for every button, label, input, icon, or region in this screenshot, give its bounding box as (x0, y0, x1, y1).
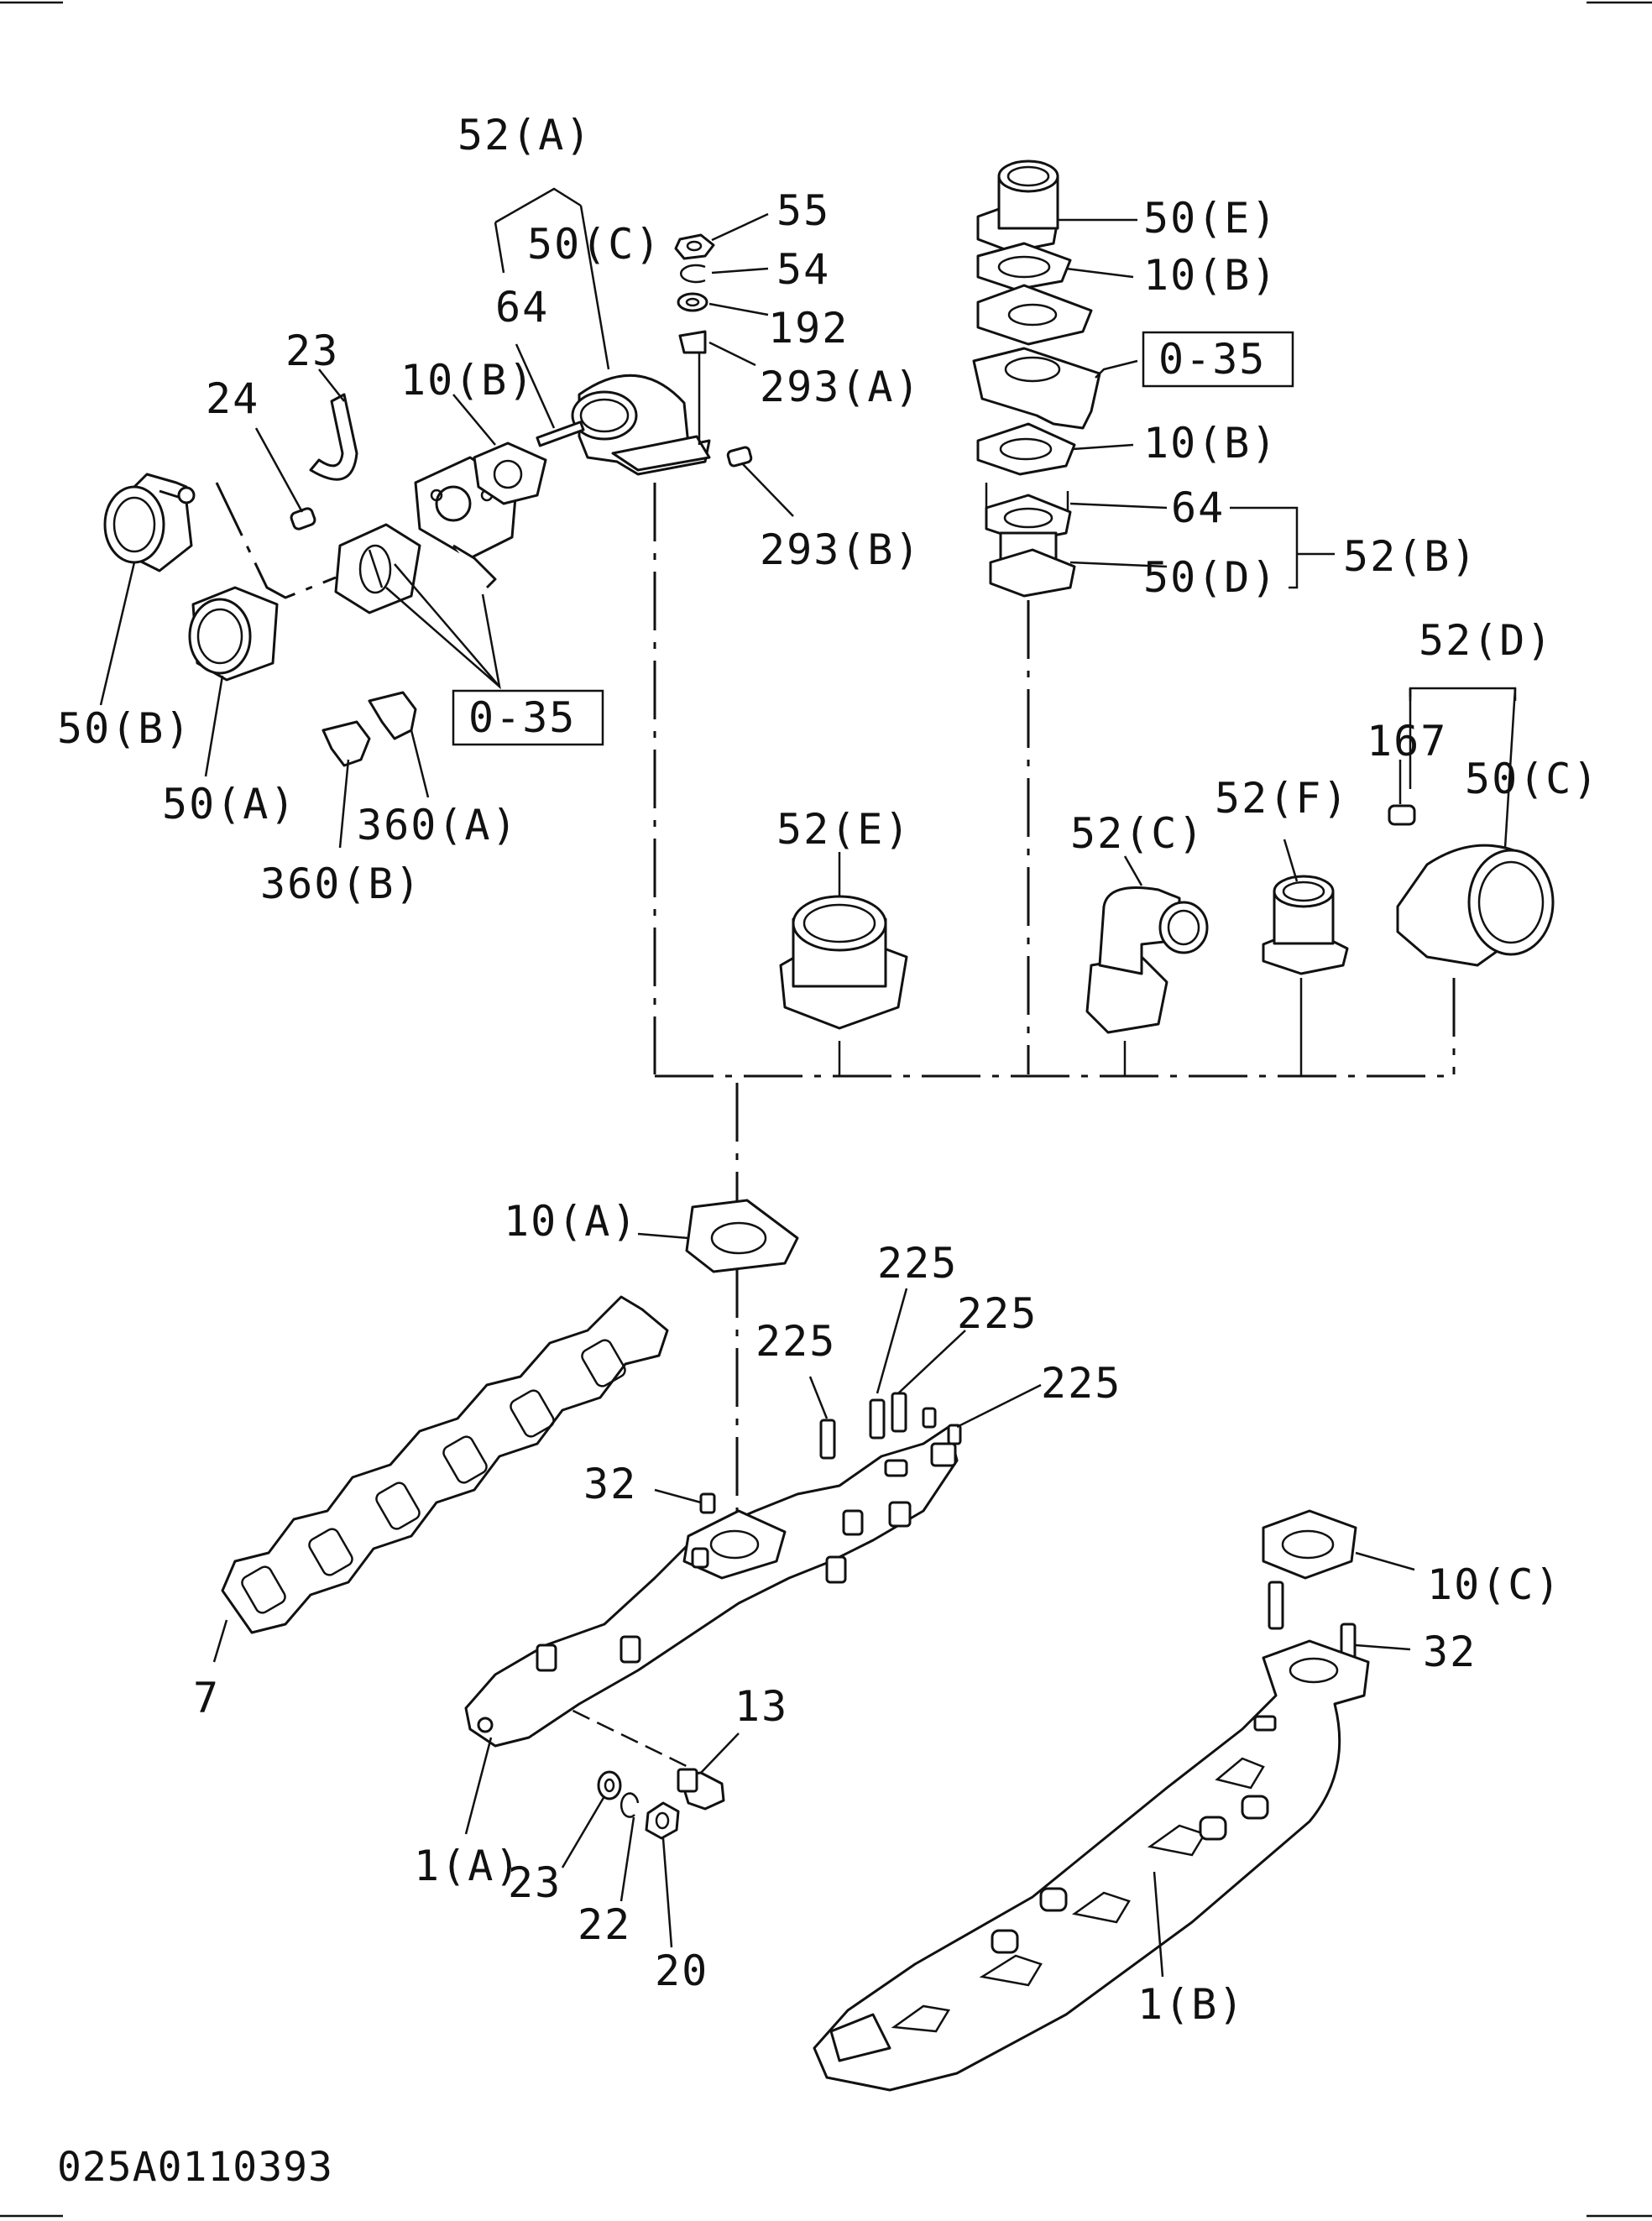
callout-23-bottom: 23 (508, 1858, 562, 1907)
part-293b-pin (726, 446, 753, 468)
part-32-stud-left (699, 1492, 716, 1514)
callout-293a: 293(A) (760, 363, 922, 411)
part-thermostat-housing-right (972, 284, 1101, 430)
part-52e-outlet (779, 895, 908, 1030)
part-50b-flange-pipe (103, 473, 196, 572)
part-167-plug (1388, 804, 1416, 826)
part-55-nut (674, 233, 715, 260)
ref-0-35-right: 0-35 (1158, 335, 1266, 384)
callout-225-a: 225 (877, 1239, 958, 1288)
part-54-washer (680, 264, 706, 284)
part-10b-gasket-r2 (976, 422, 1076, 476)
drawing-code: 025A0110393 (57, 2144, 333, 2191)
ref-box-left (452, 689, 604, 746)
part-22-lock-washer (620, 1792, 640, 1818)
callout-52f: 52(F) (1215, 774, 1350, 823)
callout-50c-right: 50(C) (1465, 755, 1600, 803)
callout-50d: 50(D) (1143, 553, 1278, 602)
callout-52a: 52(A) (457, 111, 593, 159)
part-20-nut (645, 1801, 680, 1840)
part-50e-pipe-flange (976, 159, 1059, 253)
callout-50b: 50(B) (57, 704, 192, 753)
part-360b-bracket (322, 720, 371, 767)
callout-52d: 52(D) (1419, 616, 1554, 665)
callout-20: 20 (655, 1947, 708, 1995)
callout-225-b: 225 (957, 1289, 1038, 1338)
ref-box-right (1142, 331, 1294, 388)
part-13-bolt (677, 1768, 725, 1811)
part-293a-clamp (678, 330, 707, 445)
part-1a-exhaust-manifold (464, 1425, 959, 1748)
part-50a-short-pipe (188, 586, 279, 682)
callout-10b-r1: 10(B) (1143, 251, 1278, 300)
callout-64-left: 64 (495, 283, 549, 332)
callout-50a: 50(A) (162, 780, 297, 828)
callout-360b: 360(B) (260, 860, 422, 908)
callout-10b-r2: 10(B) (1143, 419, 1278, 468)
callout-52b: 52(B) (1343, 532, 1478, 581)
callout-10c: 10(C) (1427, 1560, 1562, 1609)
callout-1a: 1(A) (414, 1842, 521, 1890)
part-192-washer (677, 292, 708, 312)
callout-24: 24 (206, 374, 259, 423)
parts-225-studs (819, 1392, 962, 1460)
callout-360a: 360(A) (357, 801, 519, 849)
part-52c-elbow (1085, 886, 1209, 1034)
callout-52c: 52(C) (1070, 809, 1205, 858)
part-23-washer (597, 1770, 622, 1800)
part-24-plug (290, 507, 316, 530)
callout-167: 167 (1367, 717, 1447, 766)
callout-10a: 10(A) (504, 1197, 639, 1246)
callout-50c-top: 50(C) (527, 220, 662, 269)
callout-55: 55 (776, 186, 830, 235)
callout-225-d: 225 (1041, 1359, 1121, 1408)
callout-52e: 52(E) (776, 805, 912, 854)
callout-7: 7 (193, 1674, 220, 1722)
callout-10b-left: 10(B) (400, 356, 536, 405)
callout-192: 192 (768, 304, 849, 353)
callout-22: 22 (578, 1900, 631, 1949)
callout-54: 54 (776, 245, 830, 294)
part-10c-gasket (1262, 1509, 1357, 1580)
leader-lines (99, 187, 1517, 1978)
part-10b-gasket-r1 (976, 242, 1072, 291)
callout-23-top: 23 (285, 327, 339, 375)
callout-labels: 52(A) 50(C) 64 23 10(B) 24 55 54 192 293… (57, 111, 1600, 2029)
callout-293b: 293(B) (760, 525, 922, 574)
part-64-stud-left (536, 421, 585, 447)
part-10b-gasket-left (473, 442, 547, 505)
callout-225-c: 225 (755, 1317, 836, 1366)
part-360a-bracket (368, 691, 417, 740)
part-50c-elbow-right (1396, 844, 1555, 967)
part-50d-pipe-flange (985, 483, 1076, 598)
part-23-hose (309, 393, 358, 481)
part-7-manifold-gasket (221, 1295, 669, 1634)
callout-64-right: 64 (1171, 483, 1225, 532)
ref-0-35-left: 0-35 (468, 693, 576, 742)
callout-50e: 50(E) (1143, 194, 1278, 243)
callout-1b: 1(B) (1137, 1980, 1245, 2029)
callout-32-right: 32 (1423, 1628, 1477, 1676)
part-thermostat-gasket-left (334, 523, 421, 614)
part-50c-elbow-top (571, 374, 711, 476)
part-52f-outlet (1262, 875, 1349, 975)
callout-13: 13 (735, 1682, 788, 1731)
part-1b-exhaust-manifold (813, 1639, 1370, 2092)
part-10a-gasket (685, 1199, 799, 1273)
callout-32-left: 32 (583, 1460, 637, 1508)
